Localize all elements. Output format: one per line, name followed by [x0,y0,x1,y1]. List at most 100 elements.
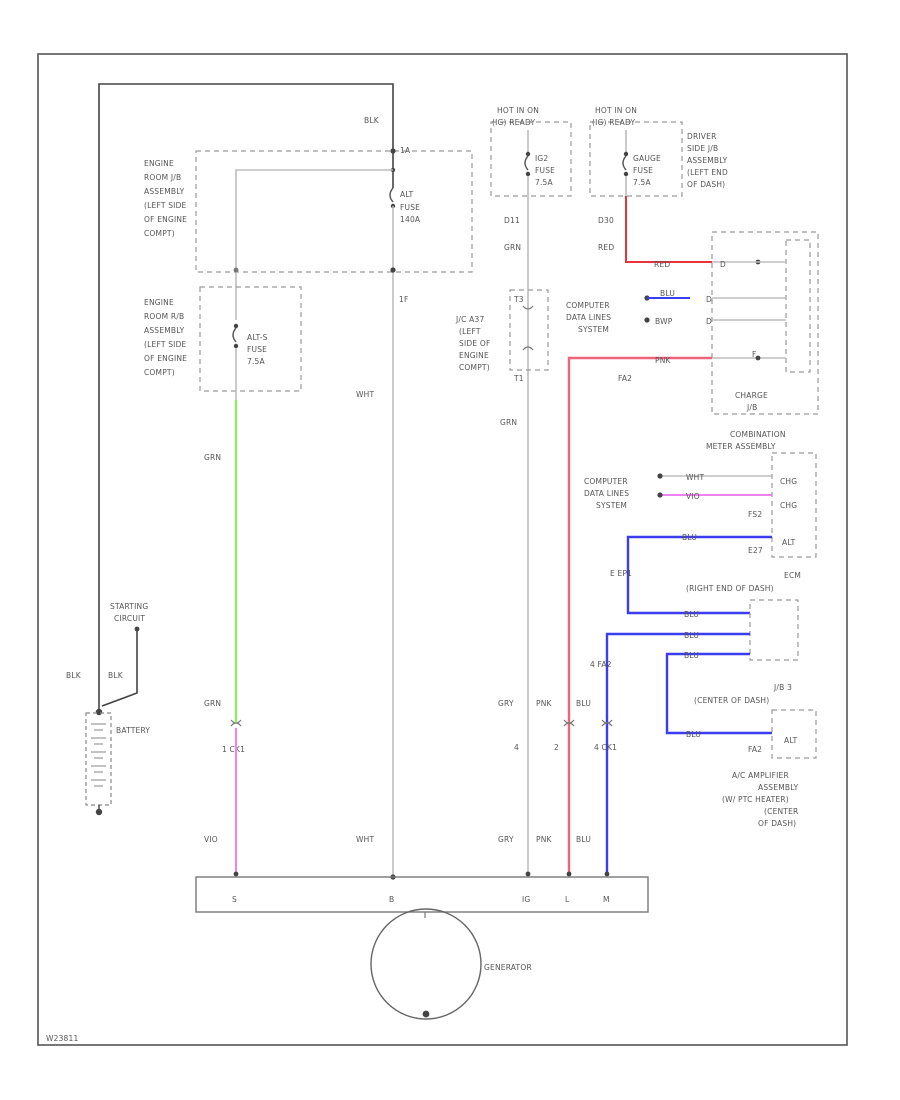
label-pnk-b: PNK [536,835,553,844]
label-fa2-low: 4 FA2 [590,660,612,669]
svg-text:OF ENGINE: OF ENGINE [144,215,187,224]
label-alt-cm: ALT [782,538,796,547]
battery-icon [85,712,112,816]
jc-a37-box [509,289,549,371]
svg-text:SIDE OF: SIDE OF [459,339,491,348]
label-chg: CHG [780,477,797,486]
svg-text:7.5A: 7.5A [633,178,652,187]
gen-pin-m: M [603,895,610,904]
hot-right-box [589,121,683,197]
label-alt-jb: ALT [784,736,798,745]
svg-text:(CENTER OF DASH): (CENTER OF DASH) [694,696,769,705]
svg-text:7.5A: 7.5A [247,357,266,366]
gen-pin-ig: IG [522,895,530,904]
svg-text:COMPT): COMPT) [144,229,175,238]
connector-dot-icon [134,626,140,632]
label-grn-mid: GRN [500,418,517,427]
svg-text:FUSE: FUSE [633,166,653,175]
label-c1-low: 1 CK1 [222,745,245,754]
svg-text:7.5A: 7.5A [535,178,554,187]
charge-jb-box [711,231,819,415]
svg-text:IG2: IG2 [535,154,548,163]
computer-data-lines-label-2: COMPUTER DATA LINES SYSTEM [584,477,629,510]
label-fs2: FS2 [748,510,762,519]
pin-t1: T1 [513,374,524,383]
label-pnk-r: PNK [536,699,553,708]
connector-dot-icon [644,317,650,323]
combination-meter-box [771,452,817,558]
label-blu-jb: BLU [686,730,701,739]
pin-1f: 1F [399,295,409,304]
svg-text:DATA LINES: DATA LINES [584,489,629,498]
ecm-label: ECM (RIGHT END OF DASH) [686,571,801,593]
label-k-pin: 4 [514,743,519,752]
svg-text:A/C AMPLIFIER: A/C AMPLIFIER [732,771,789,780]
wire-red [625,196,712,263]
label-red-top: RED [598,243,614,252]
label-e27: E27 [748,546,763,555]
alt-fuse-icon [389,148,396,209]
label-grn-left: GRN [204,453,221,462]
label-blu-b: BLU [576,835,591,844]
svg-text:FUSE: FUSE [535,166,555,175]
svg-text:(IG) READY: (IG) READY [492,118,536,127]
svg-text:FUSE: FUSE [247,345,267,354]
svg-text:(LEFT SIDE: (LEFT SIDE [144,340,187,349]
wire-to-alt-s [235,169,393,320]
label-e-ep1: E EP1 [610,569,632,578]
svg-text:OF ENGINE: OF ENGINE [144,354,187,363]
pin-1a: 1A [400,146,411,155]
wire-blue-meter [626,535,772,615]
gen-pin-b: B [389,895,394,904]
svg-text:(LEFT SIDE: (LEFT SIDE [144,201,187,210]
svg-text:J/B 3: J/B 3 [773,683,792,692]
label-gry-r1: GRY [498,699,514,708]
svg-text:ENGINE: ENGINE [144,159,174,168]
svg-text:HOT IN ON: HOT IN ON [497,106,539,115]
svg-text:J/C A37: J/C A37 [455,315,484,324]
connector-dot-icon [390,267,396,273]
svg-text:SYSTEM: SYSTEM [596,501,627,510]
svg-text:(RIGHT END OF DASH): (RIGHT END OF DASH) [686,584,774,593]
svg-text:ASSEMBLY: ASSEMBLY [687,156,728,165]
pin-d30: D30 [598,216,614,225]
label-ecm-pin-2: BLU [684,631,699,640]
pin-f: F [752,350,757,359]
starting-circuit-label: STARTING CIRCUIT [110,602,148,623]
pin-d-2: D [706,295,712,304]
svg-text:(W/ PTC HEATER): (W/ PTC HEATER) [722,795,789,804]
svg-text:COMPUTER: COMPUTER [566,301,610,310]
pin-t3: T3 [513,295,524,304]
label-battery: BATTERY [116,726,150,735]
connector-dot-icon [657,492,663,498]
jc-connector-icon [522,305,534,351]
ac-amplifier-box [771,709,817,759]
connector-dot-icon [233,267,239,273]
svg-text:ALT: ALT [400,190,414,199]
svg-text:ROOM R/B: ROOM R/B [144,312,184,321]
svg-text:STARTING: STARTING [110,602,148,611]
connector-dot-icon [566,871,572,877]
diagram-frame [37,53,848,1046]
label-wht-low: WHT [356,835,374,844]
svg-text:ROOM J/B: ROOM J/B [144,173,181,182]
pin-d-3: D [706,317,712,326]
ig2-fuse-icon [524,130,531,196]
gen-pin-s: S [232,895,237,904]
label-fa2-jb: FA2 [748,745,762,754]
generator-connector [195,876,649,913]
footer-code: W23811 [46,1034,79,1043]
engine-room-jb-box [195,150,473,273]
ig2-fuse-label: IG2 FUSE 7.5A [535,154,555,187]
pin-d11: D11 [504,216,520,225]
label-wht-mid: WHT [356,390,374,399]
svg-text:COMBINATION: COMBINATION [730,430,786,439]
hot-left-box [490,121,572,197]
svg-text:(LEFT END: (LEFT END [687,168,728,177]
engine-room-rb-label: ENGINE ROOM R/B ASSEMBLY (LEFT SIDE OF E… [144,298,187,377]
label-ecm-pin-3: BLU [684,651,699,660]
gauge-fuse-label: GAUGE FUSE 7.5A [633,154,661,187]
svg-text:J/B: J/B [746,403,757,412]
svg-text:ALT-S: ALT-S [247,333,268,342]
wire-blue-ecm-2 [605,632,750,873]
